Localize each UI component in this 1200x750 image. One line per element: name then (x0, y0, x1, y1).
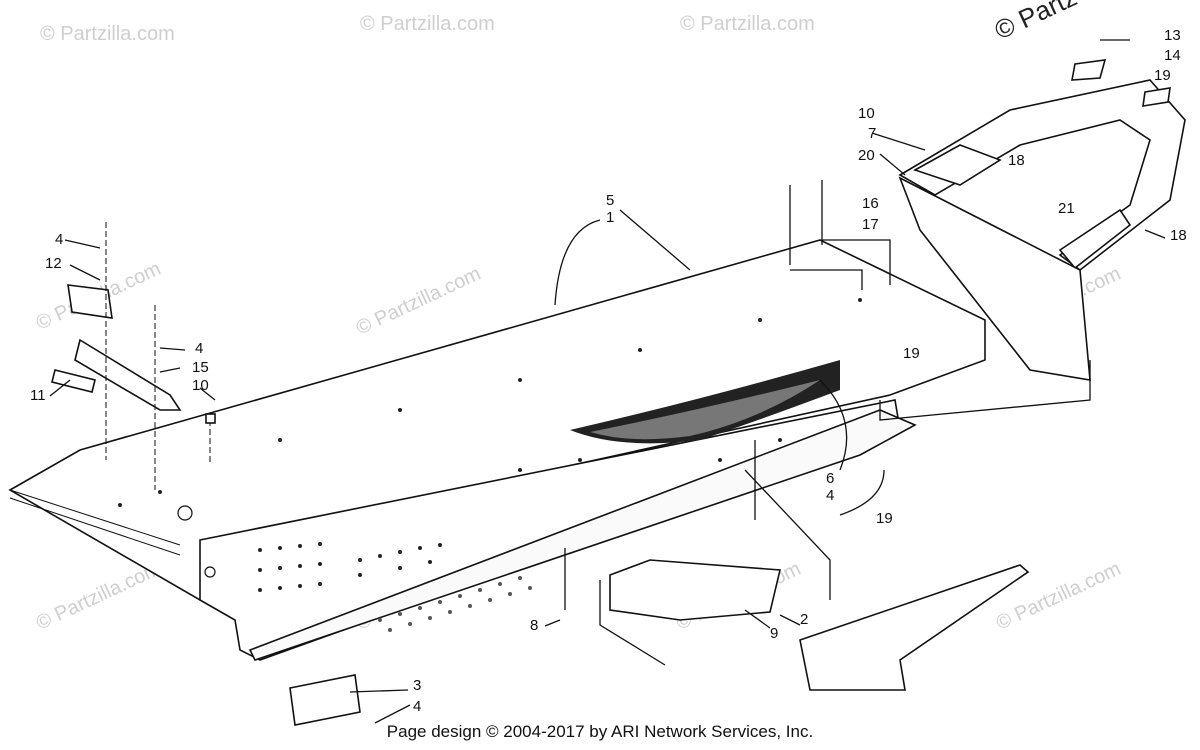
callout-19: 19 (876, 510, 893, 527)
rear-bumper-part (898, 59, 1186, 381)
callout-13: 13 (1164, 27, 1181, 44)
page-footer: Page design © 2004-2017 by ARI Network S… (386, 722, 814, 741)
callout-4: 4 (413, 698, 421, 715)
callout-labels: 1 2 3 4 4 4 4 5 6 7 8 9 10 10 11 12 13 1… (30, 27, 1187, 715)
plate-part (289, 674, 361, 726)
callout-19: 19 (903, 345, 920, 362)
callout-9: 9 (770, 625, 778, 642)
tunnel-part (8, 239, 986, 661)
callout-16: 16 (862, 195, 879, 212)
callout-19: 19 (1154, 67, 1171, 84)
callout-4: 4 (55, 231, 63, 248)
watermark: © Partzilla.com (40, 23, 175, 45)
callout-21: 21 (1058, 200, 1075, 217)
callout-7: 7 (868, 125, 876, 142)
watermark: © Partzilla.com (353, 263, 484, 340)
callout-4: 4 (826, 487, 834, 504)
hold-strap-parts (51, 222, 216, 490)
watermark: © Partzilla.com (680, 13, 815, 35)
watermark: © Partzilla.com (33, 558, 164, 635)
callout-10: 10 (858, 105, 875, 122)
callout-2: 2 (800, 611, 808, 628)
callout-10: 10 (192, 377, 209, 394)
callout-12: 12 (45, 255, 62, 272)
callout-4: 4 (195, 340, 203, 357)
footrest-part (609, 559, 781, 621)
leader-lines (49, 39, 1166, 724)
watermark: © Partzilla.com (360, 13, 495, 35)
snowflap-bracket (799, 564, 1030, 691)
callout-6: 6 (826, 470, 834, 487)
callout-14: 14 (1164, 47, 1181, 64)
callout-18: 18 (1170, 227, 1187, 244)
callout-15: 15 (192, 359, 209, 376)
callout-3: 3 (413, 677, 421, 694)
callout-17: 17 (862, 216, 879, 233)
callout-18: 18 (1008, 152, 1025, 169)
watermark-corner: © Partz (990, 0, 1082, 45)
callout-11: 11 (30, 387, 46, 404)
callout-1: 1 (606, 209, 614, 226)
callout-8: 8 (530, 617, 538, 634)
callout-20: 20 (858, 147, 875, 164)
callout-5: 5 (606, 192, 614, 209)
